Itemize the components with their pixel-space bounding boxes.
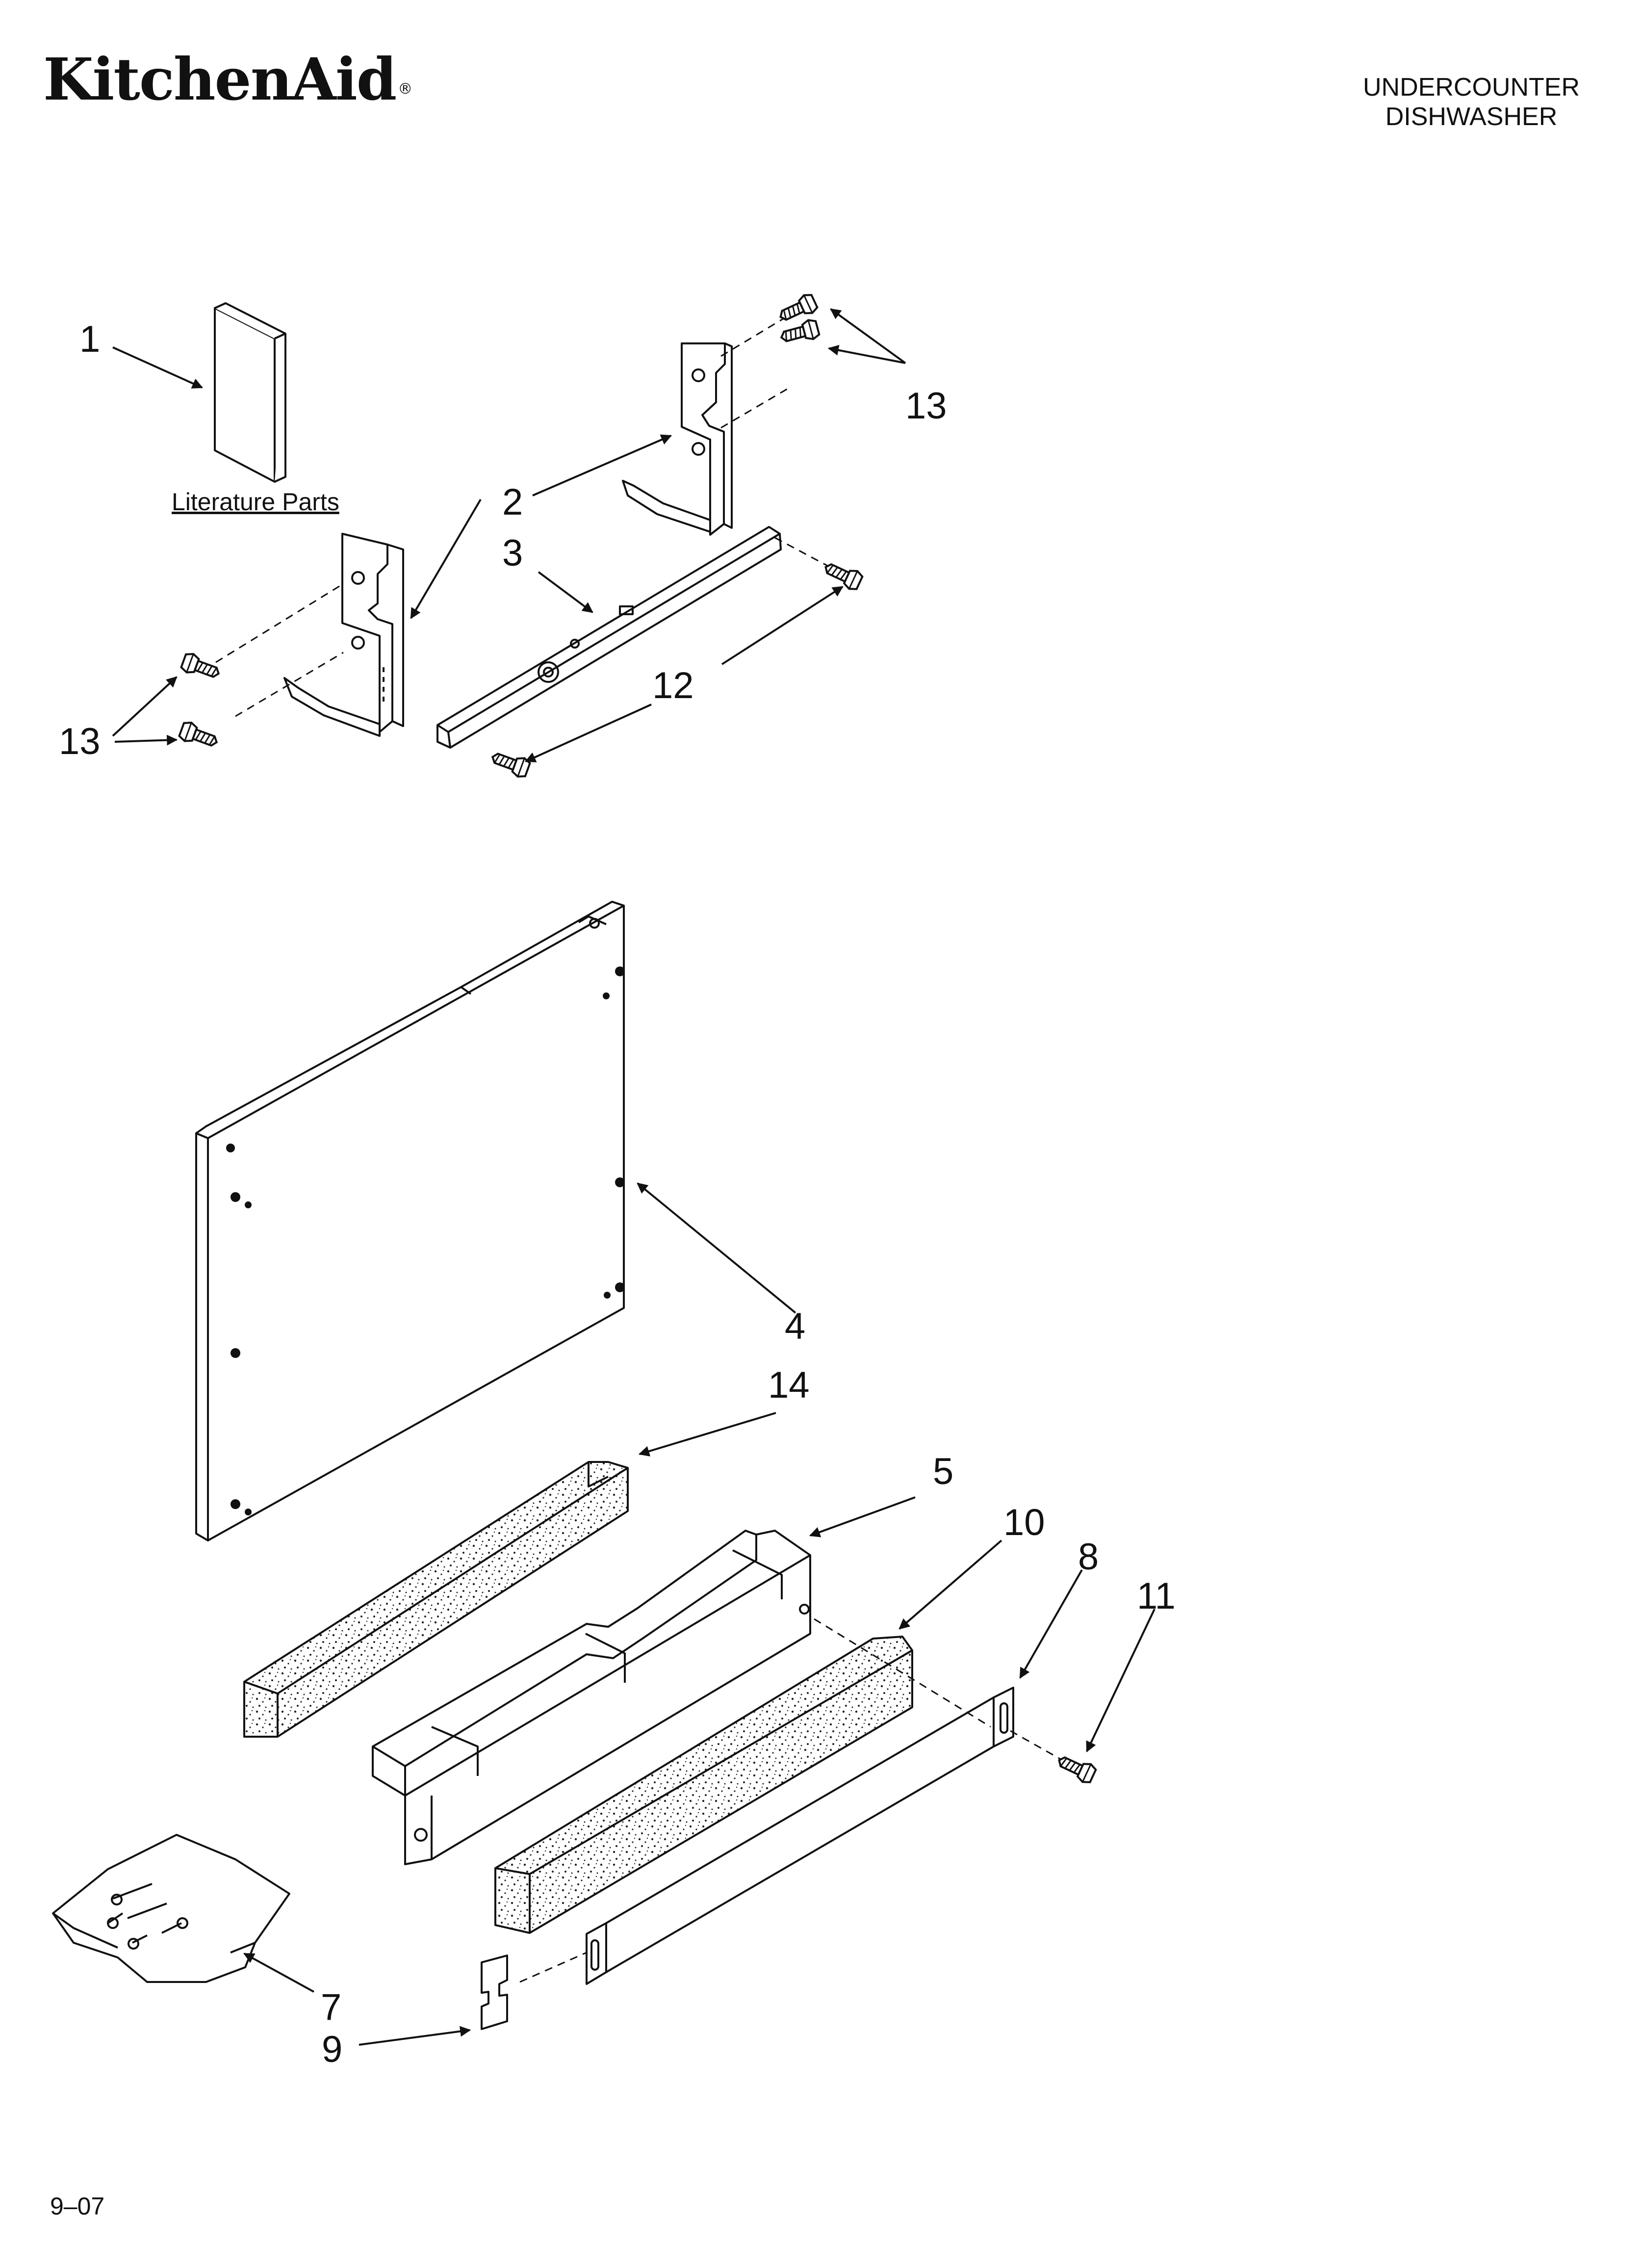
screw-12-right: [821, 557, 865, 593]
foam-insulation-14: [243, 1461, 629, 1738]
toe-panel-bracket: [372, 1530, 811, 1865]
mounting-bracket-left: [283, 533, 404, 737]
product-type-line-2: DISHWASHER: [1385, 103, 1558, 131]
callout-9: 9: [322, 2029, 343, 2070]
foam-insulation-10: [494, 1636, 913, 1934]
screw-13-left-a: [179, 651, 223, 684]
leader-lines: [112, 308, 1155, 2046]
screw-13-top-b: [778, 317, 821, 348]
callout-13-left: 13: [59, 721, 101, 762]
callout-10: 10: [1003, 1502, 1045, 1543]
callout-1: 1: [79, 318, 101, 360]
screw-12-left: [488, 747, 532, 780]
callout-4: 4: [785, 1305, 806, 1347]
callout-14: 14: [768, 1364, 810, 1406]
fastener-lines: [215, 311, 1065, 1983]
brand-name: KitchenAid: [43, 45, 397, 113]
callout-13-top: 13: [905, 385, 947, 427]
kitchenaid-logo: KitchenAid®: [43, 45, 412, 113]
access-panel: [195, 901, 625, 1541]
callout-3: 3: [502, 532, 523, 574]
screw-11: [1054, 1750, 1098, 1786]
rear-rail: [436, 526, 782, 749]
callout-8: 8: [1078, 1536, 1099, 1578]
callout-5: 5: [933, 1451, 954, 1492]
revision-date: 9–07: [50, 2192, 105, 2220]
screw-13-left-b: [177, 719, 221, 753]
literature-book: [214, 302, 286, 483]
clip: [481, 1955, 508, 2030]
registered-mark: ®: [398, 80, 412, 98]
callout-11: 11: [1137, 1575, 1176, 1617]
literature-parts-label: Literature Parts: [172, 488, 339, 516]
callout-12: 12: [652, 665, 694, 706]
callout-7: 7: [321, 1986, 342, 2028]
mounting-bracket-right: [622, 342, 733, 536]
callout-2: 2: [502, 481, 523, 523]
product-type-line-1: UNDERCOUNTER: [1363, 73, 1580, 102]
toe-panel: [586, 1687, 1014, 1985]
